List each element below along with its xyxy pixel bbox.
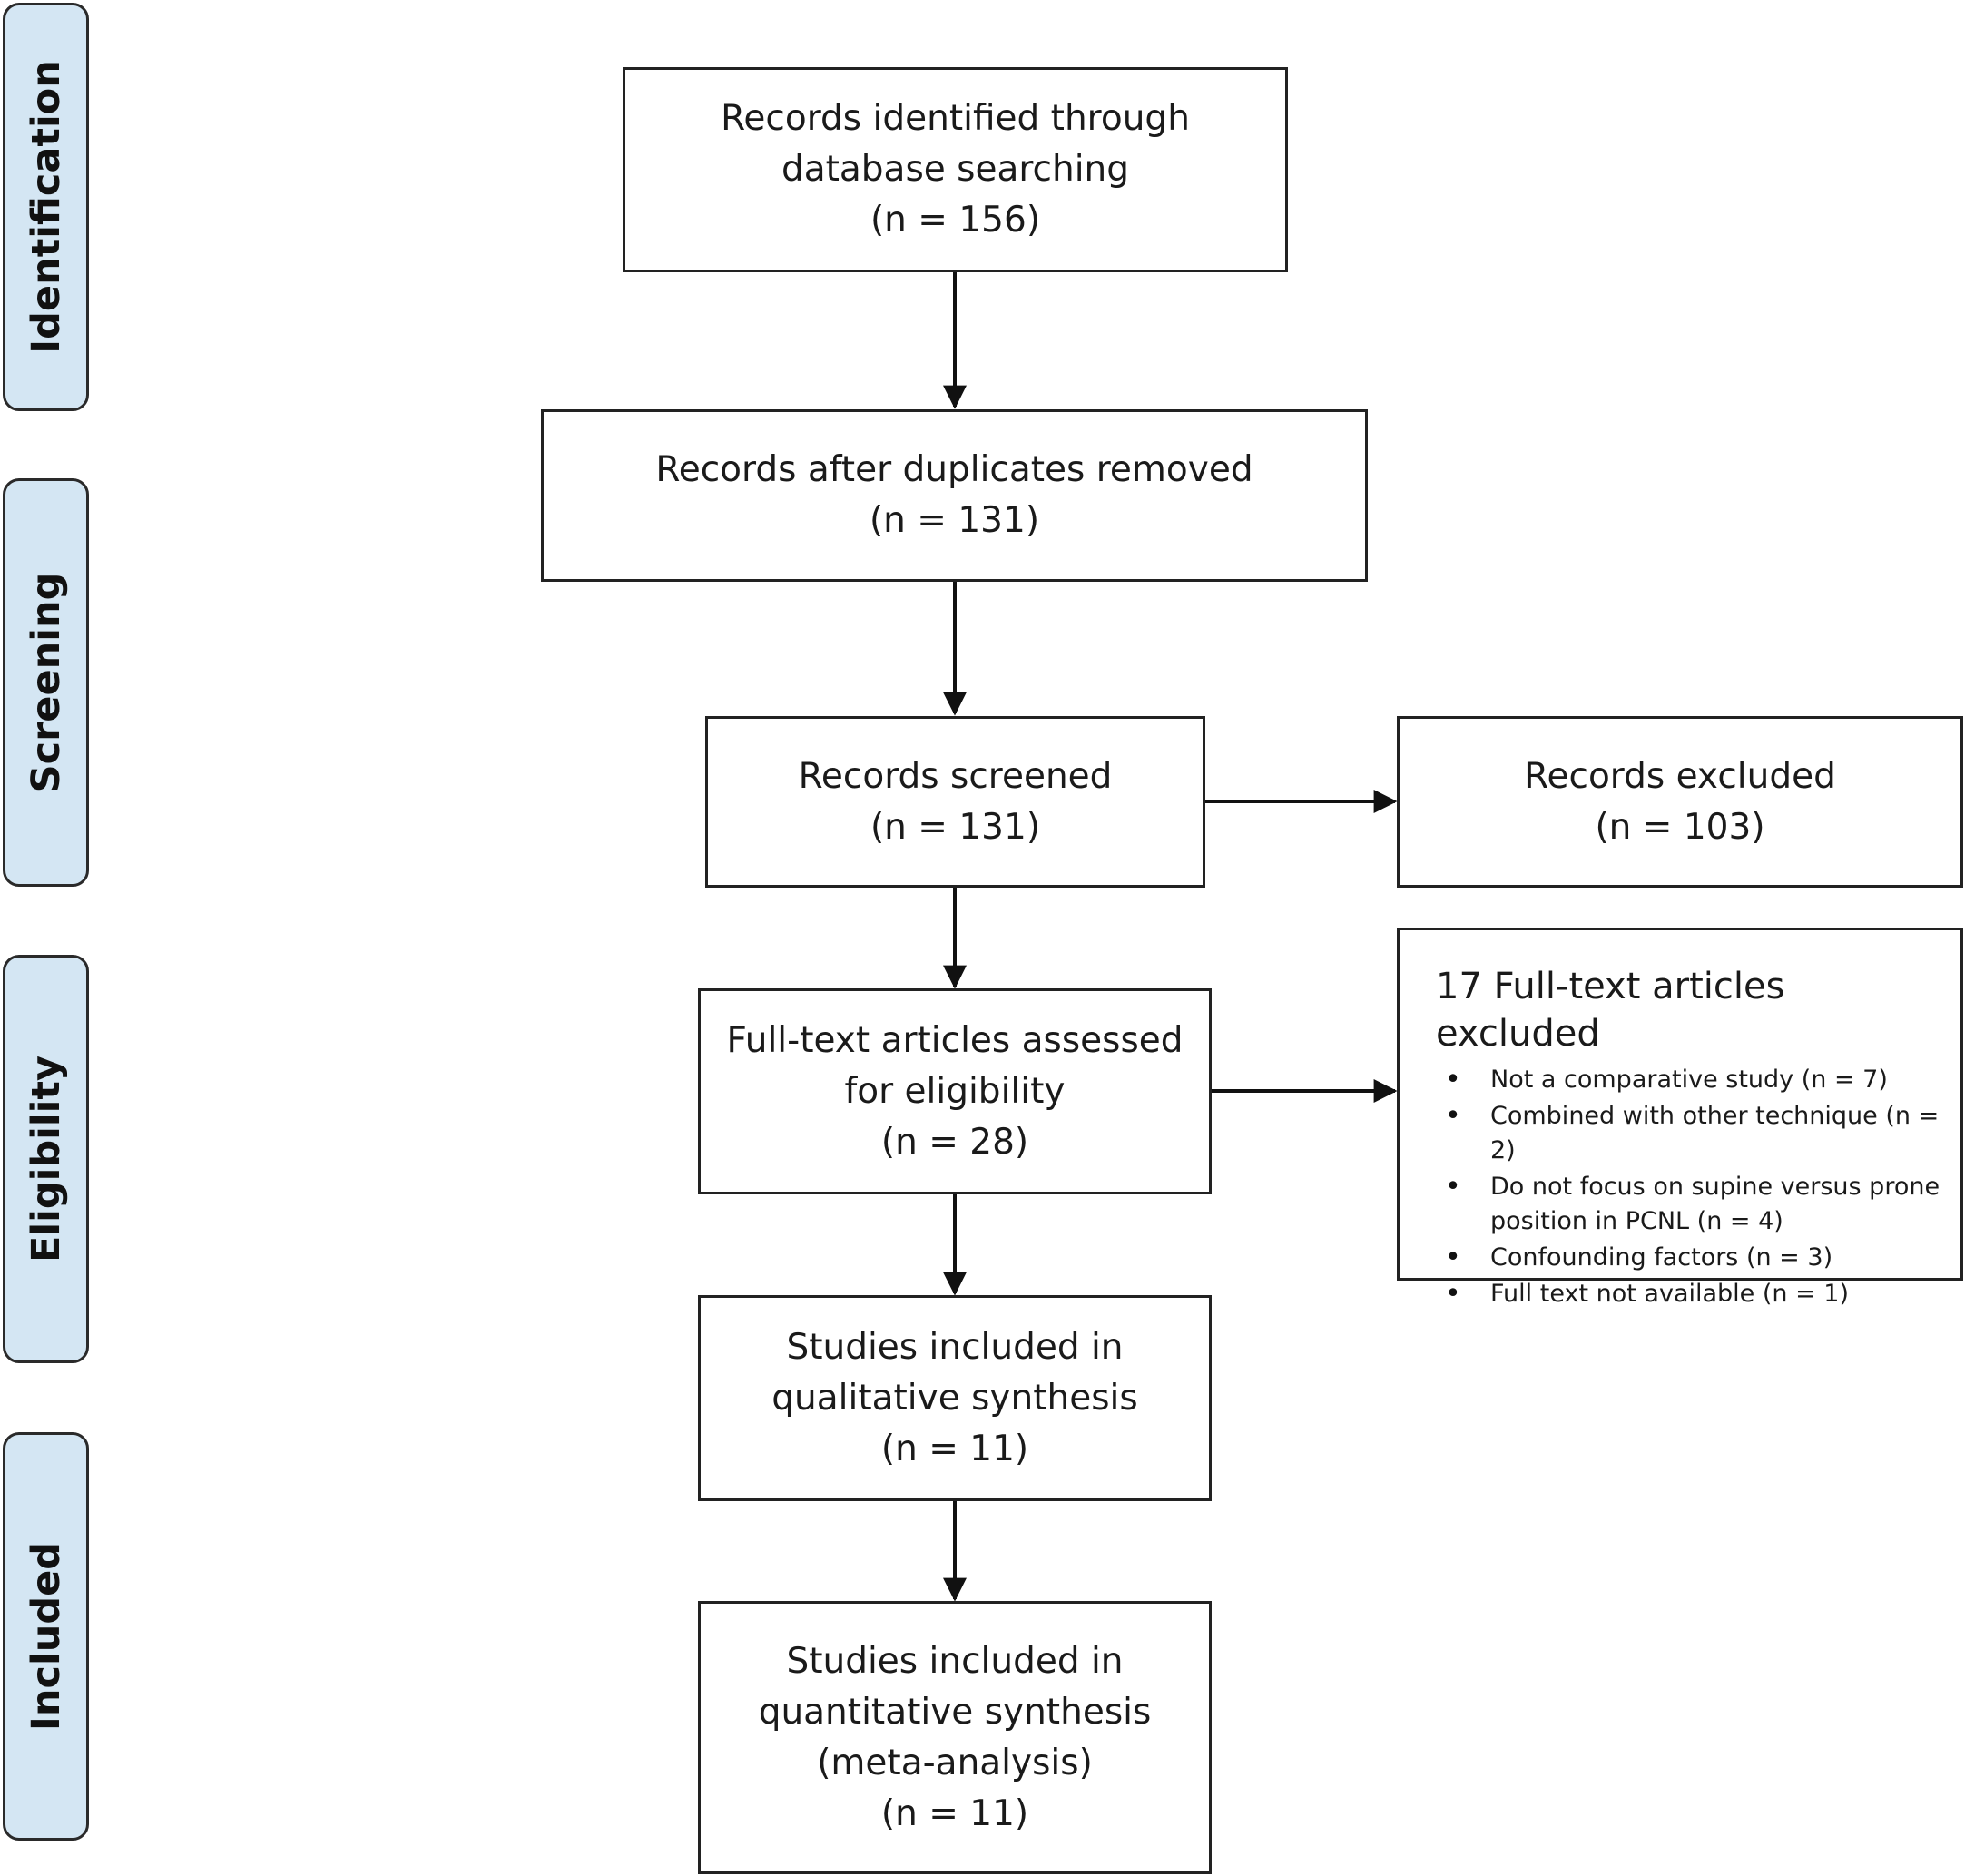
records-screened-line-1: Records screened [798, 755, 1113, 797]
records-deduplicated-count: (n = 131) [869, 500, 1040, 541]
exclusion-reason-item: Confounding factors (n = 3) [1436, 1241, 1942, 1275]
quantitative-synthesis-count: (n = 11) [880, 1793, 1029, 1834]
exclusion-reason-item: Combined with other technique (n = 2) [1436, 1099, 1942, 1168]
records-identified-line-1: Records identified through [721, 98, 1190, 139]
exclusion-reason-item: Not a comparative study (n = 7) [1436, 1063, 1942, 1097]
fulltext-assessed-line-1: Full-text articles assessed [726, 1019, 1184, 1061]
records-identified-count: (n = 156) [870, 200, 1041, 241]
exclusion-reasons-list: Not a comparative study (n = 7) Combined… [1436, 1063, 1942, 1311]
phase-screening: Screening [3, 478, 89, 887]
qualitative-synthesis-line-1: Studies included in [786, 1326, 1124, 1368]
records-identified-box: Records identified through database sear… [623, 67, 1288, 272]
phase-identification: Identification [3, 3, 89, 411]
phase-eligibility: Eligibility [3, 955, 89, 1363]
qualitative-synthesis-count: (n = 11) [880, 1428, 1029, 1469]
quantitative-synthesis-line-3: (meta-analysis) [817, 1742, 1093, 1783]
qualitative-synthesis-box: Studies included in qualitative synthesi… [698, 1295, 1212, 1501]
records-excluded-count: (n = 103) [1595, 806, 1765, 848]
fulltext-excluded-title: 17 Full-text articles excluded [1436, 966, 1785, 1055]
records-excluded-line-1: Records excluded [1524, 755, 1836, 797]
phase-included: Included [3, 1432, 89, 1841]
fulltext-assessed-count: (n = 28) [880, 1121, 1029, 1163]
quantitative-synthesis-line-1: Studies included in [786, 1640, 1124, 1682]
records-screened-count: (n = 131) [870, 806, 1041, 848]
quantitative-synthesis-box: Studies included in quantitative synthes… [698, 1601, 1212, 1874]
records-deduplicated-box: Records after duplicates removed (n = 13… [541, 409, 1368, 582]
fulltext-excluded-box: 17 Full-text articles excluded Not a com… [1397, 928, 1963, 1311]
fulltext-assessed-line-2: for eligibility [844, 1070, 1066, 1112]
qualitative-synthesis-line-2: qualitative synthesis [771, 1377, 1138, 1419]
records-deduplicated-line-1: Records after duplicates removed [655, 449, 1253, 490]
exclusion-reason-item: Do not focus on supine versus prone posi… [1436, 1170, 1942, 1239]
exclusion-reason-item: Full text not available (n = 1) [1436, 1277, 1942, 1311]
records-identified-line-2: database searching [781, 149, 1130, 190]
records-screened-box: Records screened (n = 131) [705, 716, 1205, 888]
fulltext-assessed-box: Full-text articles assessed for eligibil… [698, 988, 1212, 1194]
quantitative-synthesis-line-2: quantitative synthesis [758, 1691, 1152, 1733]
records-excluded-box: Records excluded (n = 103) [1397, 716, 1963, 888]
